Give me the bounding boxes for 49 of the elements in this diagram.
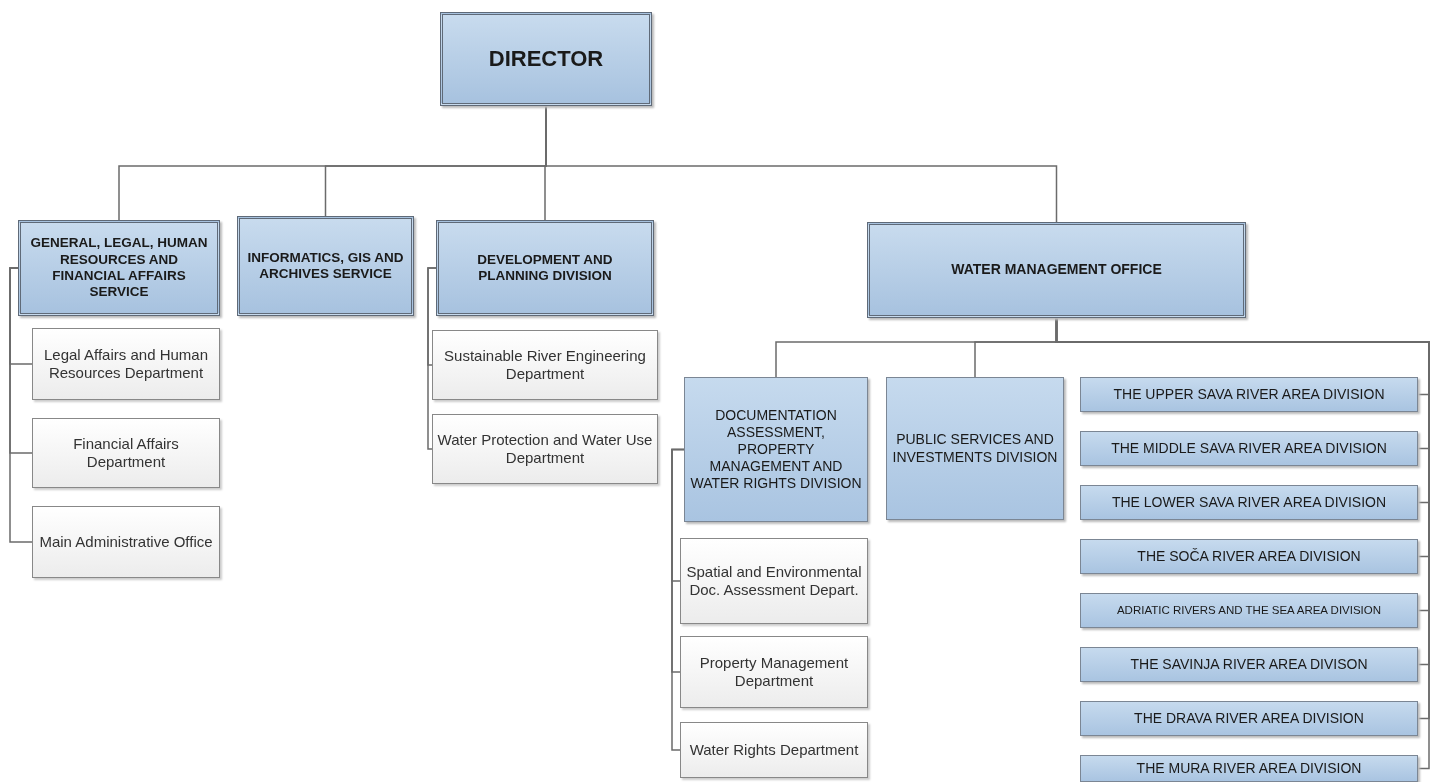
department-box [680,538,868,624]
box-label: PUBLIC SERVICES AND INVESTMENTS DIVISION [891,431,1059,466]
box-label: DEVELOPMENT AND PLANNING DIVISION [476,251,614,285]
connector-line [9,267,33,543]
division-box [1080,755,1418,782]
box-label: DIRECTOR [488,45,604,73]
department-box [432,414,658,484]
box-label: GENERAL, LEGAL, HUMAN RESOURCES AND FINANCIAL AFFAIRS SERVICE [29,235,209,301]
box-label: Main Administrative Office [39,532,213,552]
connector-line [427,267,437,450]
division-box [1080,647,1418,682]
box-label: THE MURA RIVER AREA DIVISION [1136,759,1362,778]
box-label: THE MIDDLE SAVA RIVER AREA DIVISION [1111,439,1387,458]
service-box [237,216,414,316]
box-label: Spatial and Environmental Doc. Assessment Depart. [685,562,863,600]
box-label: THE SAVINJA RIVER AREA DIVISON [1130,655,1368,674]
director-box [440,12,652,106]
office-box [867,222,1246,318]
division-box [1080,701,1418,736]
box-label: Water Rights Department [689,740,859,760]
department-box [432,330,658,400]
division-box [1080,377,1418,412]
department-box [32,506,220,578]
department-box [680,722,868,778]
box-label: THE LOWER SAVA RIVER AREA DIVISION [1111,493,1387,512]
box-label: Sustainable River Engineering Department [443,346,647,384]
box-label: THE SOČA RIVER AREA DIVISION [1137,547,1361,566]
department-box [32,328,220,400]
box-label: ADRIATIC RIVERS AND THE SEA AREA DIVISION [1116,603,1382,618]
service-box [18,220,220,316]
box-label: Water Protection and Water Use Department [437,430,653,468]
box-label: Legal Affairs and Human Resources Department [43,345,209,383]
division-box [684,377,868,522]
division-box [1080,485,1418,520]
box-label: THE UPPER SAVA RIVER AREA DIVISION [1113,385,1385,404]
division-box [436,220,654,316]
department-box [680,636,868,708]
box-label: Property Management Department [698,653,850,691]
box-label: DOCUMENTATION ASSESSMENT, PROPERTY MANAGEMENT AND WATER RIGHTS DIVISION [689,406,863,493]
box-label: THE DRAVA RIVER AREA DIVISION [1134,709,1364,728]
division-box [1080,539,1418,574]
box-label: WATER MANAGEMENT OFFICE [951,261,1162,279]
box-label: Financial Affairs Department [72,434,180,472]
connector-line [671,448,685,751]
division-box [1080,593,1418,628]
division-box [886,377,1064,520]
box-label: INFORMATICS, GIS AND ARCHIVES SERVICE [246,249,405,283]
department-box [32,418,220,488]
division-box [1080,431,1418,466]
